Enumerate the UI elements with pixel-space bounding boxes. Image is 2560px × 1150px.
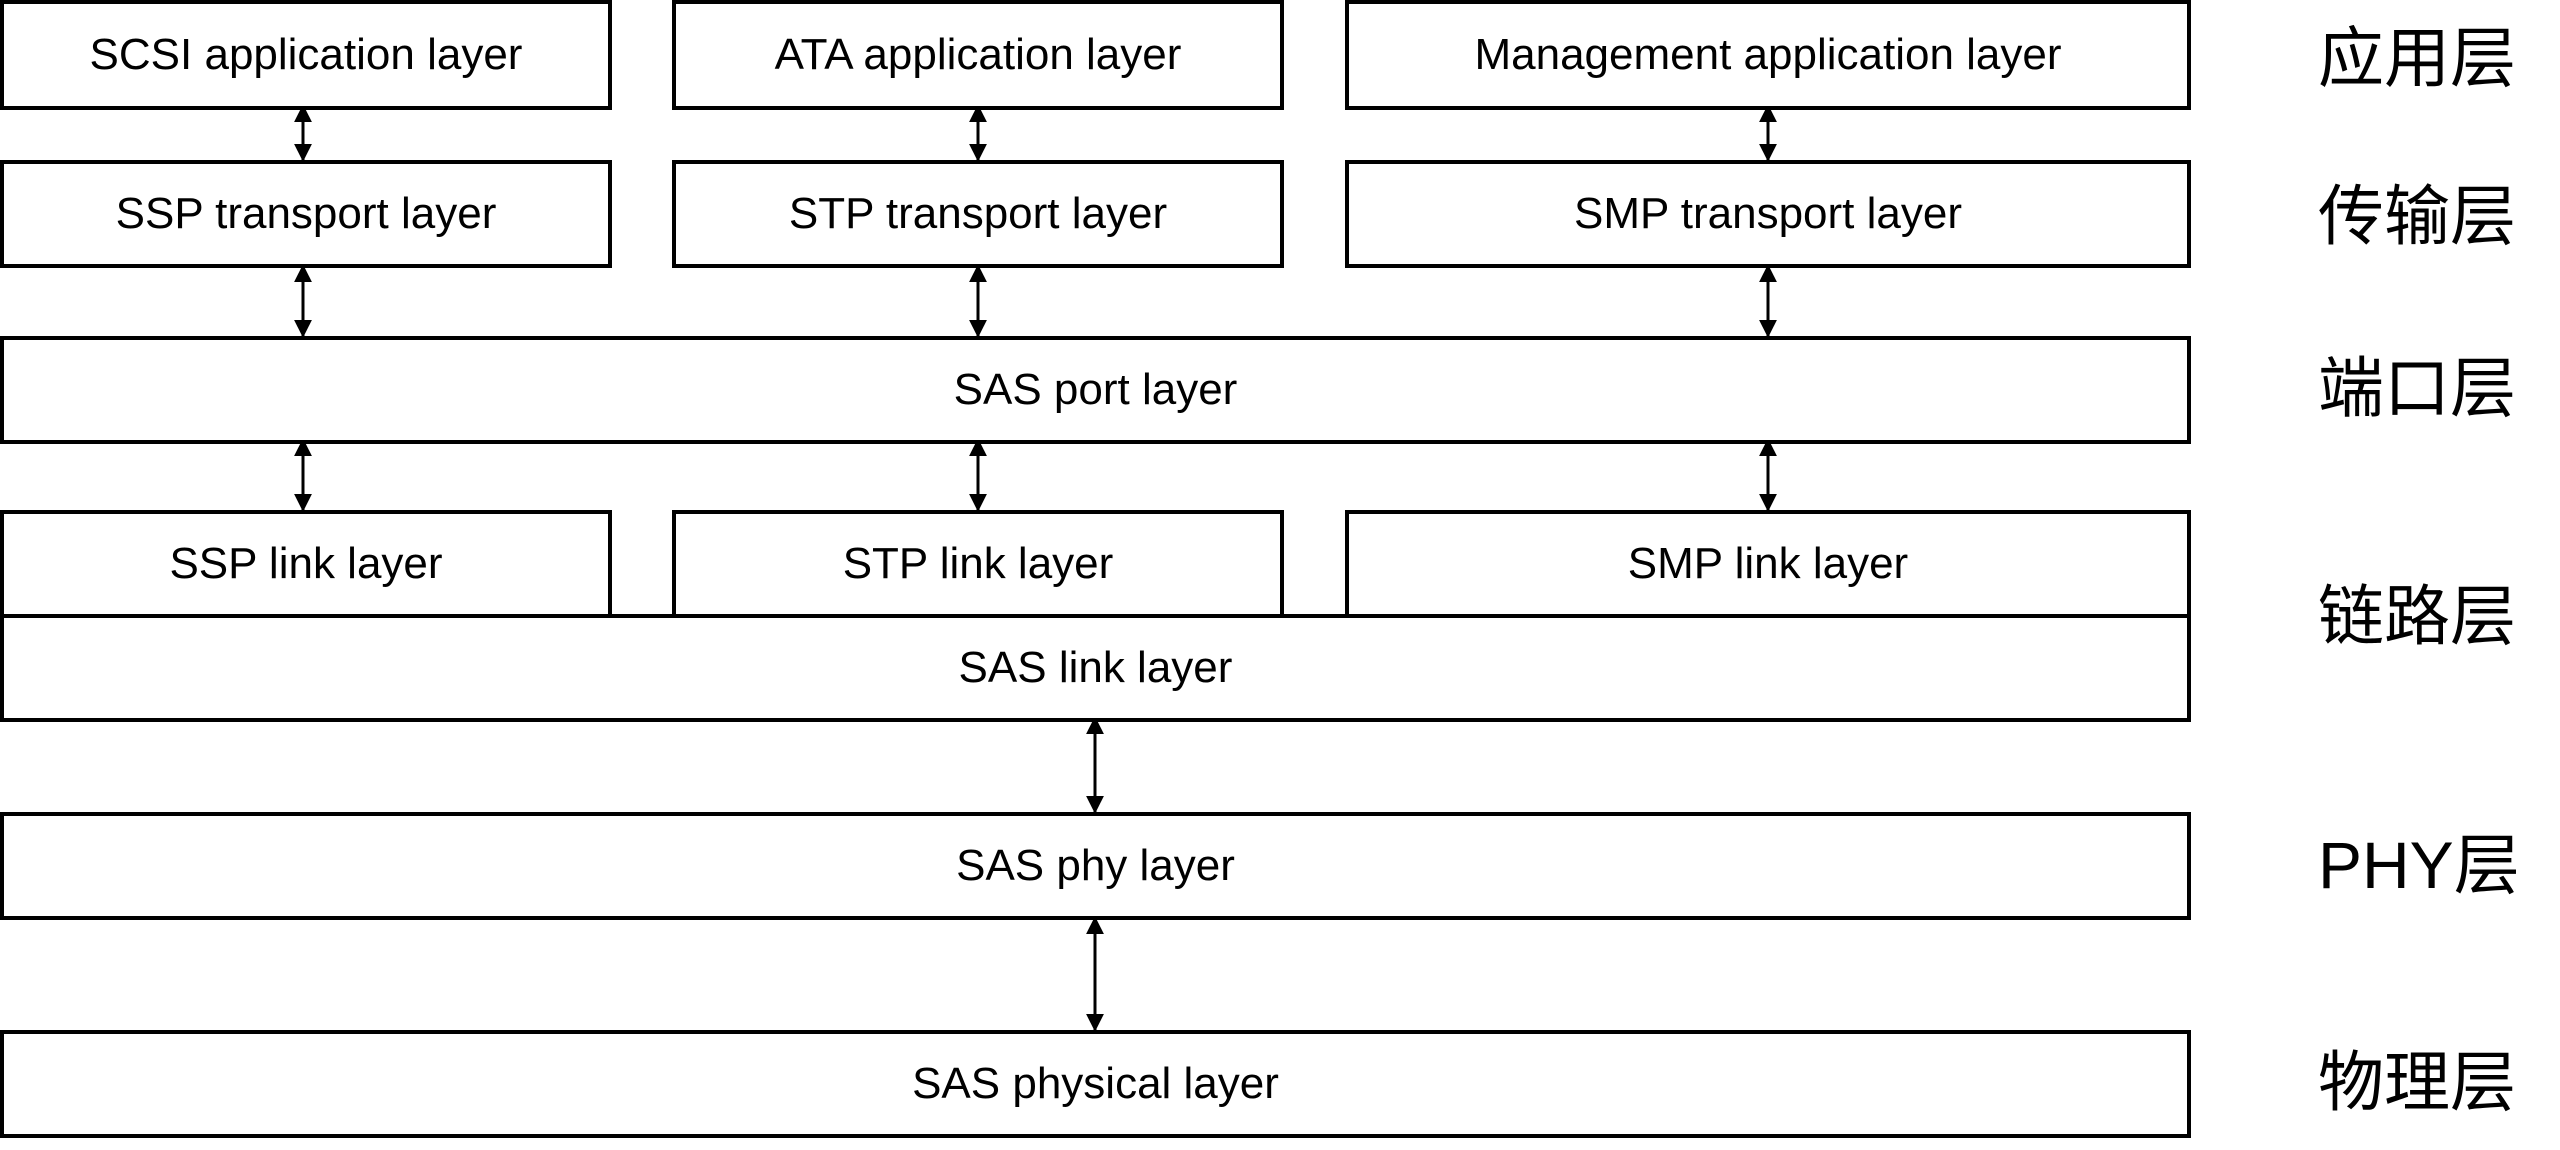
management-application-layer-box: Management application layer — [1345, 0, 2191, 110]
smp-transport-layer-label: SMP transport layer — [1573, 189, 1962, 238]
sas-phy-layer-box: SAS phy layer — [0, 812, 2191, 920]
sas-physical-layer-box: SAS physical layer — [0, 1030, 2191, 1138]
sas-port-layer-box: SAS port layer — [0, 336, 2191, 444]
stp-link-layer-box: STP link layer — [672, 510, 1284, 618]
ata-application-layer-label: ATA application layer — [774, 30, 1182, 79]
ssp-link-layer-label: SSP link layer — [169, 539, 443, 588]
stp-link-layer-label: STP link layer — [842, 539, 1114, 588]
sas-phy-layer-label: SAS phy layer — [956, 841, 1235, 890]
ata-application-layer-box: ATA application layer — [672, 0, 1284, 110]
sas-link-layer-box: SAS link layer — [0, 614, 2191, 722]
stp-transport-layer-box: STP transport layer — [672, 160, 1284, 268]
management-application-layer-label: Management application layer — [1474, 30, 2062, 79]
smp-transport-layer-box: SMP transport layer — [1345, 160, 2191, 268]
stp-transport-layer-label: STP transport layer — [788, 189, 1168, 238]
scsi-application-layer-label: SCSI application layer — [89, 30, 523, 79]
smp-link-layer-box: SMP link layer — [1345, 510, 2191, 618]
side-label-link: 链路层 — [2318, 579, 2516, 653]
ssp-link-layer-box: SSP link layer — [0, 510, 612, 618]
ssp-transport-layer-label: SSP transport layer — [115, 189, 497, 238]
side-label-physical: 物理层 — [2318, 1045, 2516, 1119]
ssp-transport-layer-box: SSP transport layer — [0, 160, 612, 268]
side-label-transport: 传输层 — [2318, 179, 2516, 253]
side-label-port: 端口层 — [2318, 351, 2516, 425]
scsi-application-layer-box: SCSI application layer — [0, 0, 612, 110]
sas-link-layer-label: SAS link layer — [958, 643, 1233, 692]
sas-port-layer-label: SAS port layer — [953, 365, 1238, 414]
sas-physical-layer-label: SAS physical layer — [912, 1059, 1279, 1108]
smp-link-layer-label: SMP link layer — [1627, 539, 1909, 588]
side-label-phy: PHY层 — [2318, 828, 2520, 902]
side-label-application: 应用层 — [2318, 21, 2516, 95]
